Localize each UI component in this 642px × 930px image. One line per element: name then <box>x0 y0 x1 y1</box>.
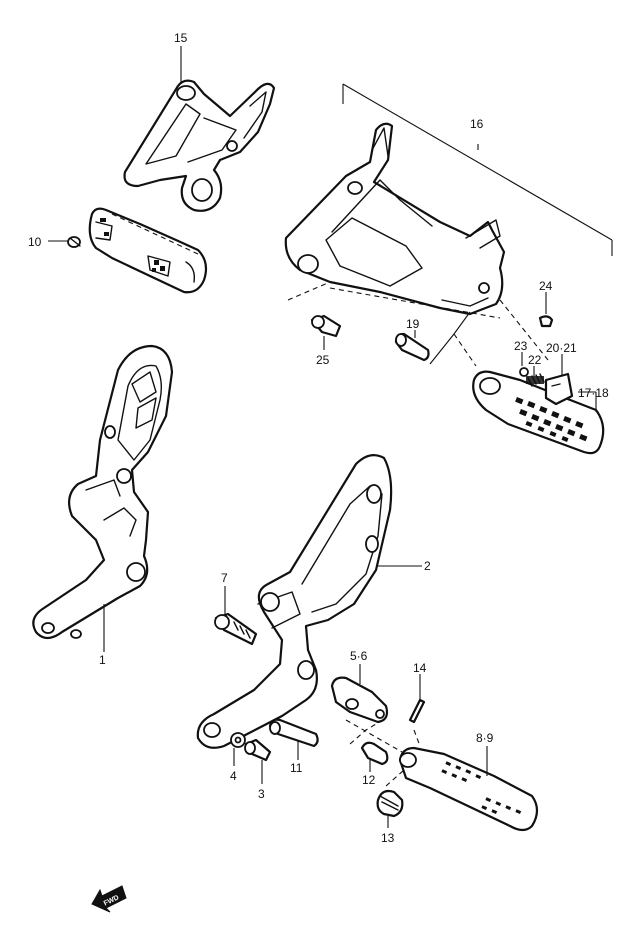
label-4: 4 <box>230 769 237 783</box>
dash-lower-4 <box>413 729 421 747</box>
label-12: 12 <box>362 773 376 787</box>
label-20-21: 20·21 <box>546 341 577 355</box>
dash-right-1 <box>287 281 331 301</box>
label-19: 19 <box>406 317 420 331</box>
spring-part-22[interactable] <box>526 373 545 387</box>
footpeg-part-17-18[interactable] <box>472 370 605 455</box>
label-5-6: 5·6 <box>350 649 368 663</box>
bracket-outline-16 <box>342 83 613 256</box>
label-8-9: 8·9 <box>476 731 494 745</box>
bracket-part-16[interactable] <box>284 122 506 316</box>
clip-part-24[interactable] <box>538 315 554 328</box>
dash-lower-1 <box>345 719 403 753</box>
clip-part-10[interactable] <box>67 236 81 248</box>
label-3: 3 <box>258 787 265 801</box>
label-22: 22 <box>528 353 542 367</box>
label-2: 2 <box>424 559 431 573</box>
label-11: 11 <box>290 761 303 775</box>
bolt-part-7[interactable] <box>214 612 258 646</box>
pin-part-11[interactable] <box>268 718 319 748</box>
cotter-pin-part-14[interactable] <box>408 698 426 724</box>
bolt-part-25[interactable] <box>310 314 342 338</box>
plate-part-2[interactable] <box>196 453 393 749</box>
label-14: 14 <box>413 661 427 675</box>
dash-right-3 <box>453 333 477 367</box>
bolt-part-3[interactable] <box>244 738 272 762</box>
pin-part-19[interactable] <box>394 332 430 362</box>
label-1: 1 <box>99 653 106 667</box>
ball-part-23[interactable] <box>519 367 529 377</box>
dash-right-2 <box>329 287 501 319</box>
bracket-part-15[interactable] <box>123 79 276 212</box>
pedal-part-1[interactable] <box>32 344 174 640</box>
link-line-right <box>429 311 471 365</box>
collar-part-5-6[interactable] <box>330 676 389 724</box>
label-13: 13 <box>381 831 395 845</box>
label-24: 24 <box>539 279 553 293</box>
washer-part-4[interactable] <box>230 732 246 748</box>
dash-right-4 <box>499 299 549 361</box>
label-16: 16 <box>470 117 484 131</box>
bushing-part-12[interactable] <box>360 741 389 766</box>
label-10: 10 <box>28 235 42 249</box>
forward-arrow-icon: FWD <box>91 885 127 913</box>
peg-rubber-grip-lower <box>441 761 522 815</box>
cap-part-13[interactable] <box>376 789 404 818</box>
label-23: 23 <box>514 339 528 353</box>
label-25: 25 <box>316 353 330 367</box>
label-17-18: 17·18 <box>578 386 609 400</box>
dash-lower-3 <box>385 769 405 787</box>
label-15: 15 <box>174 31 188 45</box>
peg-rubber-grip <box>515 397 588 442</box>
plate-part-20-21[interactable] <box>544 372 574 406</box>
label-7: 7 <box>221 571 228 585</box>
peg-assembly-upper-left[interactable] <box>88 207 208 294</box>
leader-lines <box>48 46 597 828</box>
dash-lower-2 <box>349 717 387 745</box>
footpeg-part-8-9[interactable] <box>398 746 539 832</box>
